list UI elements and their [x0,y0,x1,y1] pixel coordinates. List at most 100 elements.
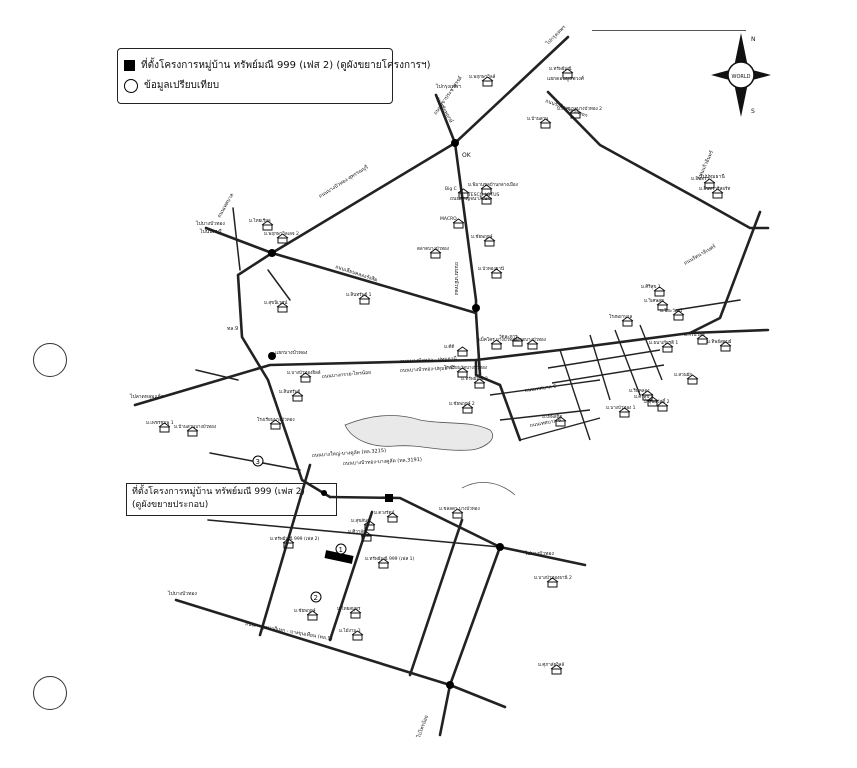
house-icon [458,192,469,199]
place-label: ม.ทรัพย์มณี [549,65,572,72]
place-label: ม.บางบัวทอง 1 [606,405,636,411]
house-icon [457,371,468,378]
road-spur-a [232,207,241,271]
place-marker: ม.พฤกษาวิลเลจ 2 [264,231,299,244]
place-marker: ม.สินทรัพย์ 1 [346,291,372,305]
road-label: ถนนบางใหญ่-บางคูลัด (ทล.3215) [312,447,387,459]
house-icon [555,420,566,427]
house-roof-icon [461,403,474,409]
house-roof-icon [456,346,469,352]
road-label: ถนนบางบัวทอง-บางคูลัด (ทล.3191) [343,457,422,467]
house-roof-icon [539,118,552,124]
road-kanchanaphisek [174,598,507,709]
house-roof-icon [672,310,685,316]
place-marker: TESCO LOTUS [467,192,499,205]
place-marker: โรงเรียนวัดบางบัวทอง [444,364,487,378]
place-label: ม.ศิวาลัย [348,529,366,535]
place-label: ม.วิเศษสุข [644,298,664,304]
road-middle-horizontal [133,328,770,407]
place-marker: โรงเรียนบางบัวทอง [257,416,295,430]
legend-item-comparison: ข้อมูลเปรียบเทียบ [124,78,219,93]
house-icon [452,512,463,519]
house-icon [378,562,389,569]
place-label: ม.ชลลดา บางบัวทอง [439,506,480,512]
road-label: ทล.9 [227,326,238,332]
house-roof-icon [511,336,524,342]
house-roof-icon [363,520,376,526]
house-icon [457,350,468,357]
place-marker: ม.บ้านสวนบางบัวทอง [174,424,216,437]
numbered-markers: 1 2 3 [252,455,347,603]
place-label: ม.สินทรัพย์ 1 [346,291,372,298]
house-icon [527,343,538,350]
house-icon [547,581,558,588]
place-label: ม.บางบัวทองฮิลล์ [287,369,321,376]
place-marker: ม.บ้านสวน [527,116,552,129]
place-label: ม.อินทรา [691,176,710,182]
house-icon [387,516,398,523]
place-marker: ม.บางบัวทองธานี 2 [534,575,572,588]
junctions [268,139,504,689]
road-east-down [688,210,762,335]
house-roof-icon [483,236,496,242]
place-marker: ม.บางบัวทอง 1 [606,405,636,418]
house-icon [673,314,684,321]
place-label: ม.พฤกษาวิลเลจ 2 [264,231,299,237]
place-label: ม.ชัยพฤกษ์ [294,607,316,614]
house-icon [277,306,288,313]
canal-shape [461,481,516,496]
place-marker: ม.บางบัวทองฮิลล์ [287,369,321,383]
place-marker: ม.ทิพย์สุคนธ์ [707,338,732,352]
place-marker: ม.อินทรา [691,176,716,189]
place-label: ม.ทรัพย์มณี 999 (เฟส 2) [270,535,319,542]
house-icon [159,426,170,433]
house-icon [687,378,698,385]
place-marker: แม็คโคร บางบัวทอง [478,335,517,350]
road-label: ถนนบางบัวทอง-ปทุมธานี [400,364,455,374]
punch-hole-top [33,343,67,377]
place-marker: ม.ไม้งาม 3 [339,628,364,641]
house-icon [482,80,493,87]
place-label: ม.สวนผัก [674,372,692,378]
place-marker: ม.ทรัพย์มณี [549,65,574,79]
place-marker: ม.สวนผัก [674,372,699,385]
place-label: ม.ไทยสมุทร [337,606,361,612]
house-roof-icon [569,108,582,114]
place-marker: ม.ศิวาลัย [348,529,373,542]
label-layer: ไปกรุงเทพฯแยกดอนมูลพวงศ์ไปกรุงเทพฯถนนรัง… [129,24,725,740]
place-label: ม.ดวงรัตน์ [374,509,395,516]
house-roof-icon [656,401,669,407]
place-marker: ม.ชัยพฤกษ์ [471,233,496,247]
house-roof-icon [686,374,699,380]
place-label: TESCO LOTUS [467,192,499,198]
place-label: MACRO [440,216,457,222]
place-label: ม.พฤกษาวิลล์ [469,73,496,80]
place-marker: ม.สินทรัพย์ [279,388,304,402]
road-branch-south [474,358,522,442]
place-label: ตลาดบางบัวทอง [514,337,546,343]
place-label: ม.ศุภาลัยวิลล์ [538,661,564,668]
house-roof-icon [618,407,631,413]
road-label: ถนนกาญจนาภิเษก - บางขุนเทียน (ทล.9) [245,620,334,642]
road-west-loop [236,251,332,499]
place-label: ม.ทิพย์สุคนธ์ [707,338,732,345]
place-label: ม.สินทรัพย์ [279,388,301,395]
house-icon [359,298,370,305]
place-label: ม.ศิริสุข 1 [641,284,661,290]
road-label: แยกดอนมูลพวงศ์ [547,75,585,82]
house-roof-icon [490,268,503,274]
place-marker: ม.บัวทองธานี [478,266,504,279]
place-marker: ม.อินทรารีสอร์ท [699,185,730,199]
house-icon [622,320,633,327]
compass-ring [727,61,755,89]
place-marker: ม.ศิริสุข 2 [634,394,659,407]
house-icon [491,343,502,350]
place-marker: ม.เทศบาลบางบัวทอง 2 [557,106,602,119]
place-marker: ตลาดบางบัวทอง [417,246,449,259]
road-3191 [328,495,587,567]
place-marker: ม.ไทยสมุทร [337,606,362,619]
place-label: ม.บ้านสวนบางบัวทอง [174,424,216,430]
place-marker: MACRO [440,216,465,229]
house-roof-icon [276,302,289,308]
house-icon [277,237,288,244]
